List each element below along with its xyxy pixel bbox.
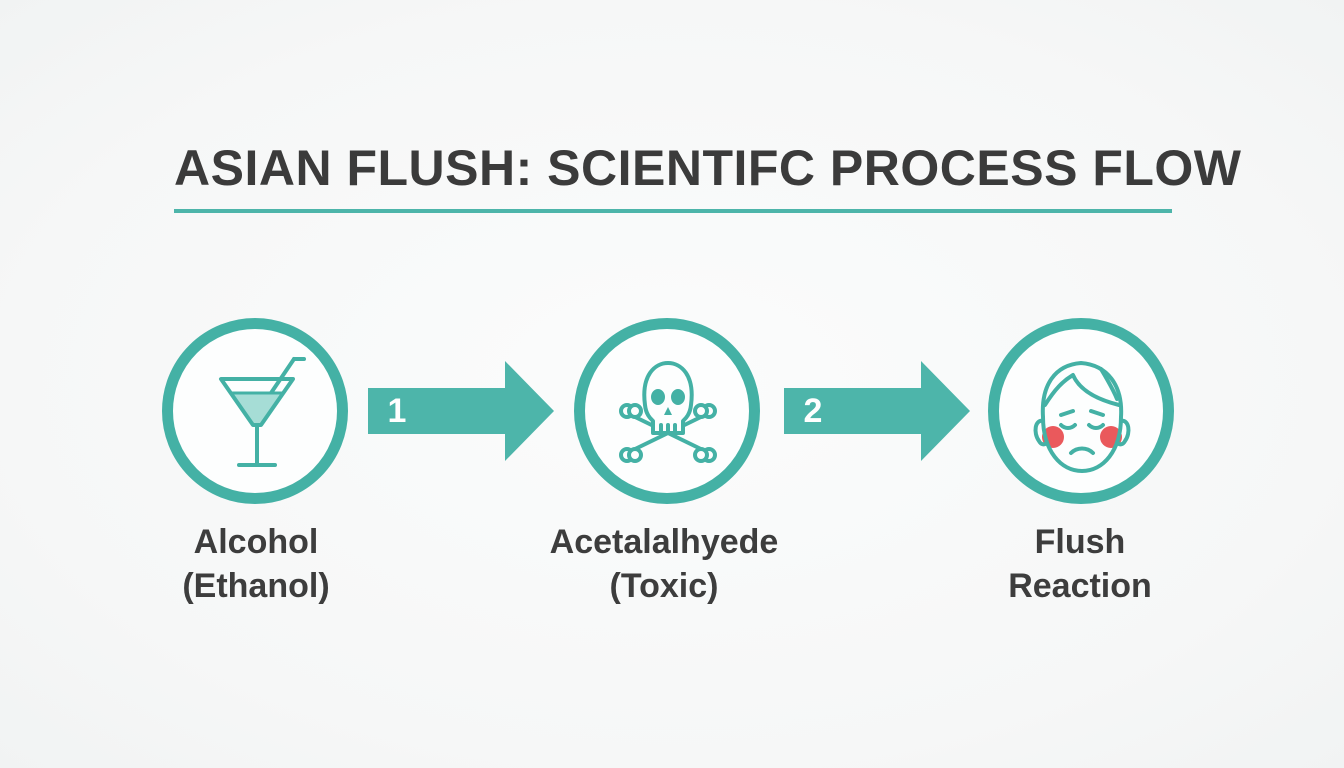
arrow-number-1: 1 xyxy=(387,392,407,430)
title-underline xyxy=(174,209,1172,213)
step-acetaldehyde-name: Acetalalhyede xyxy=(549,523,779,561)
step-alcohol-detail: (Ethanol) xyxy=(182,567,330,605)
cocktail-glass-icon xyxy=(219,357,306,467)
step-acetaldehyde-detail: (Toxic) xyxy=(609,567,719,605)
step-acetaldehyde-circle xyxy=(574,318,760,504)
flushed-face-icon xyxy=(1033,361,1131,473)
step-acetaldehyde-label: Acetalalhyede (Toxic) xyxy=(514,520,814,608)
step-alcohol-circle xyxy=(162,318,348,504)
skull-crossbones-icon xyxy=(619,361,717,463)
step-flush-detail: Reaction xyxy=(1008,567,1152,605)
arrow-step-2: 2 xyxy=(784,361,970,461)
step-alcohol-name: Alcohol xyxy=(193,523,319,561)
arrow-number-2: 2 xyxy=(803,392,823,430)
step-flush-circle xyxy=(988,318,1174,504)
arrow-step-1: 1 xyxy=(368,361,554,461)
step-alcohol-label: Alcohol (Ethanol) xyxy=(106,520,406,608)
step-flush-name: Flush xyxy=(1034,523,1126,561)
diagram-title: ASIAN FLUSH: SCIENTIFC PROCESS FLOW xyxy=(174,140,1242,196)
step-flush-label: Flush Reaction xyxy=(930,520,1230,608)
